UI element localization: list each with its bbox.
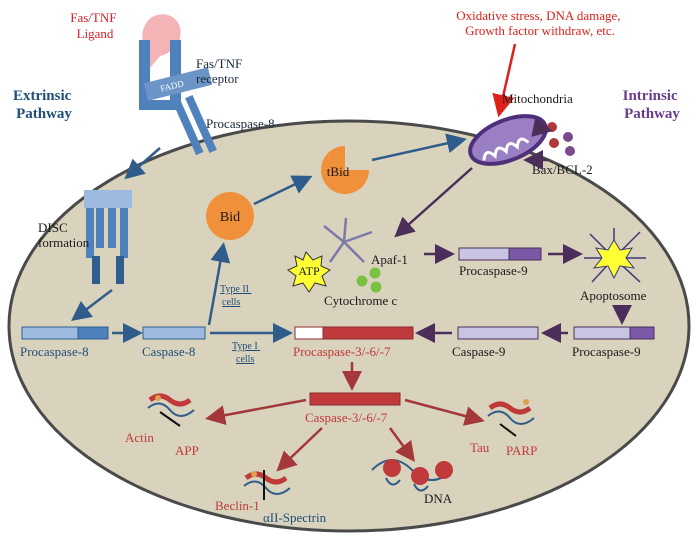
tau-parp-icon xyxy=(487,399,535,437)
procaspase367-bar xyxy=(294,326,414,340)
atp-label: ATP xyxy=(298,264,320,278)
receptor-label: Fas/TNF receptor xyxy=(196,56,245,86)
mitochondria-label: Mitochondria xyxy=(502,91,573,106)
stress-label: Oxidative stress, DNA damage, Growth fac… xyxy=(456,8,624,38)
tbid-icon xyxy=(321,146,369,194)
bid-label: Bid xyxy=(220,210,240,225)
caspase367-bar xyxy=(309,392,401,406)
disc-line2: formation xyxy=(38,235,90,250)
receptor-line1: Fas/TNF xyxy=(196,56,242,71)
ligand-line1: Fas/TNF xyxy=(70,10,116,25)
caspase8-bar xyxy=(142,326,206,340)
procaspase8-bottom-label: Procaspase-8 xyxy=(20,344,89,359)
dna-icon xyxy=(371,459,453,492)
procaspase9-right-label: Procaspase-9 xyxy=(572,344,641,359)
tau-label: Tau xyxy=(470,440,490,455)
extrinsic-arrows xyxy=(71,133,467,343)
parp-label: PARP xyxy=(506,443,537,458)
atp-icon xyxy=(287,251,331,293)
receptor-line2: receptor xyxy=(196,71,239,86)
type2-label: Type II cells xyxy=(220,284,252,308)
bid-icon xyxy=(206,192,254,240)
apaf1-label: Apaf-1 xyxy=(371,252,408,267)
type1-line2: cells xyxy=(236,354,254,365)
bax-bcl2-icon xyxy=(547,122,575,156)
ligand-icon xyxy=(142,14,181,68)
type1-label: Type I cells xyxy=(232,341,260,365)
procaspase8-bottom-bar xyxy=(21,326,109,340)
procaspase9-right-bar xyxy=(573,326,655,340)
caspase9-bar xyxy=(457,326,539,340)
disc-label: DISC formation xyxy=(38,220,90,250)
cytochrome-label: Cytochrome c xyxy=(324,293,398,308)
intrinsic-arrows xyxy=(394,117,632,343)
apoptosome-label: Apoptosome xyxy=(580,288,647,303)
beclin-spectrin-icon xyxy=(243,470,291,500)
app-label: APP xyxy=(175,443,199,458)
type2-line2: cells xyxy=(222,297,240,308)
cytochrome-c-icon xyxy=(356,267,382,293)
procaspase8-top-label: Procaspase-8 xyxy=(206,116,275,131)
actin-label: Actin xyxy=(125,430,154,445)
caspase367-label: Caspase-3/-6/-7 xyxy=(305,410,388,425)
type2-line1: Type II xyxy=(220,284,249,295)
execution-arrows xyxy=(205,362,485,472)
extrinsic-title: Extrinsic Pathway xyxy=(13,88,75,122)
stress-line2: Growth factor withdraw, etc. xyxy=(465,23,615,38)
ligand-line2: Ligand xyxy=(77,26,114,41)
beclin-label: Beclin-1 xyxy=(215,498,260,513)
cell-membrane xyxy=(7,119,691,533)
procaspase9-mid-label: Procaspase-9 xyxy=(459,263,528,278)
tbid-label: tBid xyxy=(327,164,350,179)
ligand-label: Fas/TNF Ligand xyxy=(70,10,119,41)
disc-complex-icon xyxy=(84,190,132,284)
apoptosome-icon xyxy=(584,228,646,283)
caspase9-label: Caspase-9 xyxy=(452,344,505,359)
extrinsic-line2: Pathway xyxy=(16,106,72,122)
procaspase367-label: Procaspase-3/-6/-7 xyxy=(293,344,391,359)
receptor-icon xyxy=(139,40,217,156)
actin-app-icon xyxy=(147,393,195,427)
disc-line1: DISC xyxy=(38,220,68,235)
intrinsic-line1: Intrinsic xyxy=(623,88,678,104)
apaf1-icon xyxy=(323,217,373,263)
extrinsic-line1: Extrinsic xyxy=(13,88,72,104)
type1-line1: Type I xyxy=(232,341,258,352)
caspase8-label: Caspase-8 xyxy=(142,344,195,359)
intrinsic-title: Intrinsic Pathway xyxy=(623,88,682,122)
stress-arrow xyxy=(492,43,517,118)
procaspase9-mid-bar xyxy=(458,247,542,261)
intrinsic-line2: Pathway xyxy=(624,106,680,122)
spectrin-label: αII-Spectrin xyxy=(263,510,327,525)
stress-line1: Oxidative stress, DNA damage, xyxy=(456,8,620,23)
dna-label: DNA xyxy=(424,491,453,506)
bax-label: Bax/BCL-2 xyxy=(532,162,593,177)
